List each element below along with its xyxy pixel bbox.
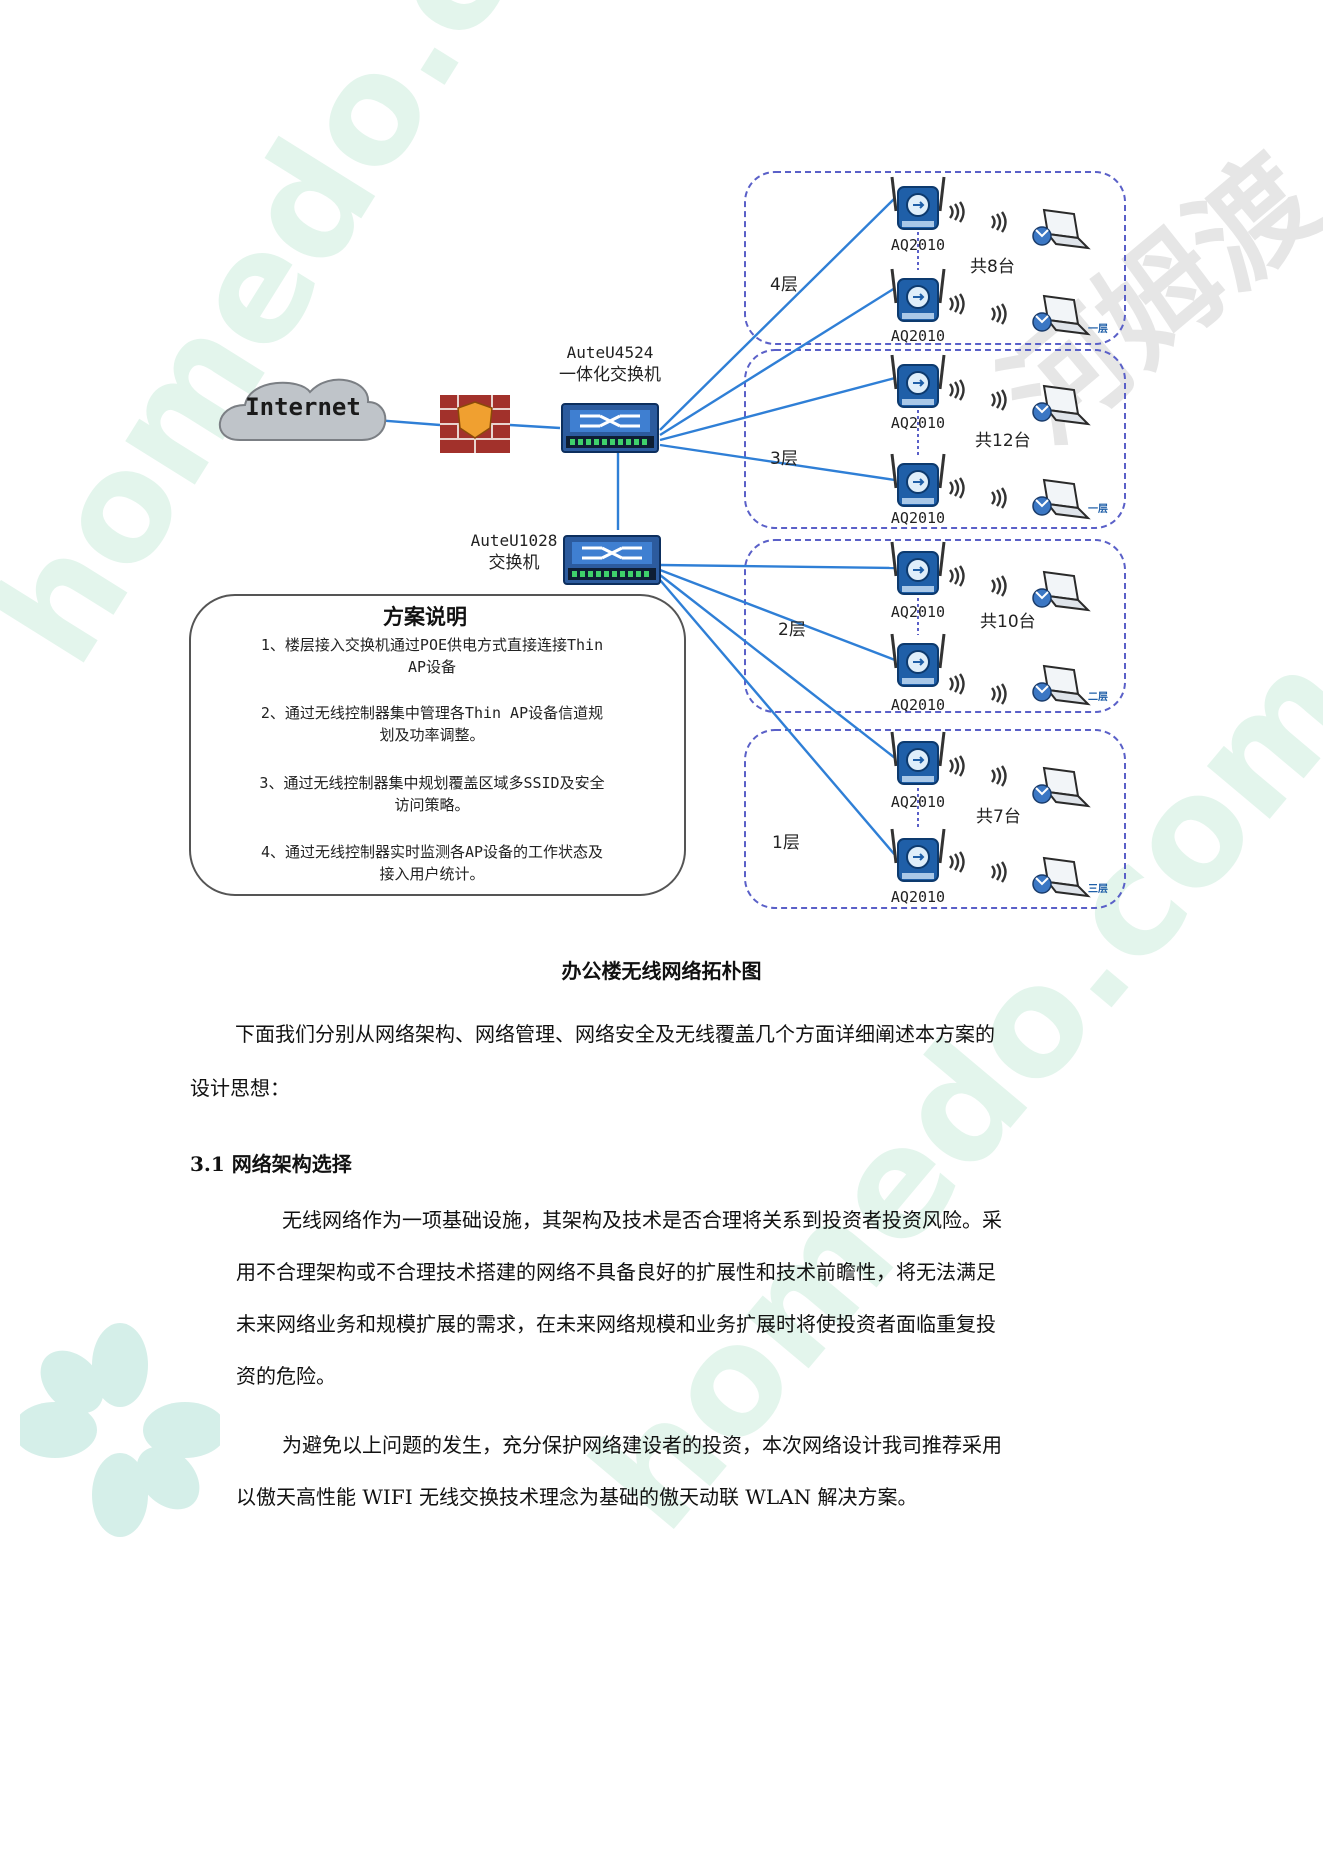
wireless-signal-icon (948, 850, 965, 874)
access-point-icon (890, 730, 946, 786)
wireless-signal-icon (948, 672, 965, 696)
section-heading: 3.1 网络架构选择 (190, 1152, 352, 1176)
access-point-icon (890, 267, 946, 323)
floor-group-box (744, 729, 1126, 909)
floor-tag: 三层 (1088, 883, 1108, 895)
network-topology-diagram: Internet AuteU4524 一体化交换机 AuteU1028 交换机 (189, 171, 1126, 909)
ap-model-label: AQ2010 (891, 603, 945, 621)
device-count-label: 共7台 (976, 807, 1021, 827)
laptop-icon (1032, 479, 1089, 519)
device-count-label: 共10台 (980, 612, 1036, 632)
plan-item-line: 划及功率调整。 (379, 726, 484, 744)
laptop-icon (1032, 857, 1089, 897)
paragraph-line: 用不合理架构或不合理技术搭建的网络不具备良好的扩展性和技术前瞻性，将无法满足 (236, 1260, 996, 1284)
access-switch-model: AuteU1028 (471, 531, 558, 550)
access-point-icon (890, 632, 946, 688)
wireless-signal-icon (990, 682, 1007, 706)
floor-tag: 一层 (1088, 503, 1108, 515)
floor-group-box (744, 539, 1126, 713)
plan-item-line: 4、通过无线控制器实时监测各AP设备的工作状态及 (261, 843, 603, 861)
core-switch-desc: 一体化交换机 (559, 365, 661, 385)
core-switch-model: AuteU4524 (567, 343, 654, 362)
ap-model-label: AQ2010 (891, 414, 945, 432)
wireless-signal-icon (948, 292, 965, 316)
laptop-icon (1032, 295, 1089, 335)
floor-label: 1层 (772, 833, 800, 853)
wireless-signal-icon (990, 302, 1007, 326)
laptop-icon (1032, 209, 1089, 249)
paragraph-line: 未来网络业务和规模扩展的需求，在未来网络规模和业务扩展时将使投资者面临重复投 (236, 1312, 996, 1336)
wireless-signal-icon (948, 200, 965, 224)
wireless-signal-icon (948, 564, 965, 588)
wireless-signal-icon (990, 210, 1007, 234)
intro-line: 设计思想： (190, 1076, 290, 1100)
floor-group-box (744, 171, 1126, 345)
floor-label: 4层 (770, 275, 798, 295)
floor-group-box (744, 349, 1126, 529)
access-point-icon (890, 175, 946, 231)
ap-model-label: AQ2010 (891, 327, 945, 345)
access-point-icon (890, 540, 946, 596)
plan-item-line: 2、通过无线控制器集中管理各Thin AP设备信道规 (261, 704, 603, 722)
wireless-signal-icon (948, 476, 965, 500)
access-point-icon (890, 452, 946, 508)
ap-model-label: AQ2010 (891, 696, 945, 714)
floor-tag: 一层 (1088, 323, 1108, 335)
plan-description-box (189, 594, 686, 896)
floor-label: 3层 (770, 449, 798, 469)
plan-item-line: 接入用户统计。 (379, 865, 484, 883)
flower-logo-icon (20, 1323, 220, 1537)
core-switch-icon (560, 402, 660, 454)
access-switch-desc: 交换机 (489, 553, 540, 573)
laptop-icon (1032, 571, 1089, 611)
access-switch-icon (562, 534, 662, 586)
wireless-signal-icon (948, 378, 965, 402)
wireless-signal-icon (990, 764, 1007, 788)
internet-label: Internet (245, 393, 361, 421)
paragraph-line: 为避免以上问题的发生，充分保护网络建设者的投资，本次网络设计我司推荐采用 (282, 1433, 1002, 1457)
ap-model-label: AQ2010 (891, 236, 945, 254)
laptop-icon (1032, 767, 1089, 807)
ap-model-label: AQ2010 (891, 793, 945, 811)
wireless-signal-icon (990, 860, 1007, 884)
plan-item-line: 访问策略。 (394, 796, 469, 814)
ap-model-label: AQ2010 (891, 509, 945, 527)
wireless-signal-icon (990, 486, 1007, 510)
access-point-icon (890, 353, 946, 409)
paragraph-line: 资的危险。 (236, 1364, 336, 1388)
paragraph-line: 以傲天高性能 WIFI 无线交换技术理念为基础的傲天动联 WLAN 解决方案。 (236, 1485, 918, 1509)
internet-cloud-icon (219, 378, 387, 441)
wireless-signal-icon (948, 754, 965, 778)
wireless-signal-icon (990, 574, 1007, 598)
paragraph-line: 无线网络作为一项基础设施，其架构及技术是否合理将关系到投资者投资风险。采 (282, 1208, 1002, 1232)
access-point-icon (890, 827, 946, 883)
wireless-signal-icon (990, 388, 1007, 412)
plan-title: 方案说明 (383, 605, 467, 629)
laptop-icon (1032, 665, 1089, 705)
firewall-icon (440, 395, 510, 453)
plan-item-line: 3、通过无线控制器集中规划覆盖区域多SSID及安全 (259, 774, 604, 792)
plan-item-line: AP设备 (408, 658, 456, 676)
device-count-label: 共8台 (970, 257, 1015, 277)
ap-model-label: AQ2010 (891, 888, 945, 906)
laptop-icon (1032, 385, 1089, 425)
intro-line: 下面我们分别从网络架构、网络管理、网络安全及无线覆盖几个方面详细阐述本方案的 (235, 1022, 995, 1046)
device-count-label: 共12台 (975, 431, 1031, 451)
floor-tag: 二层 (1088, 691, 1108, 703)
plan-item-line: 1、楼层接入交换机通过POE供电方式直接连接Thin (261, 636, 603, 654)
figure-caption: 办公楼无线网络拓朴图 (561, 959, 762, 983)
floor-label: 2层 (778, 620, 806, 640)
